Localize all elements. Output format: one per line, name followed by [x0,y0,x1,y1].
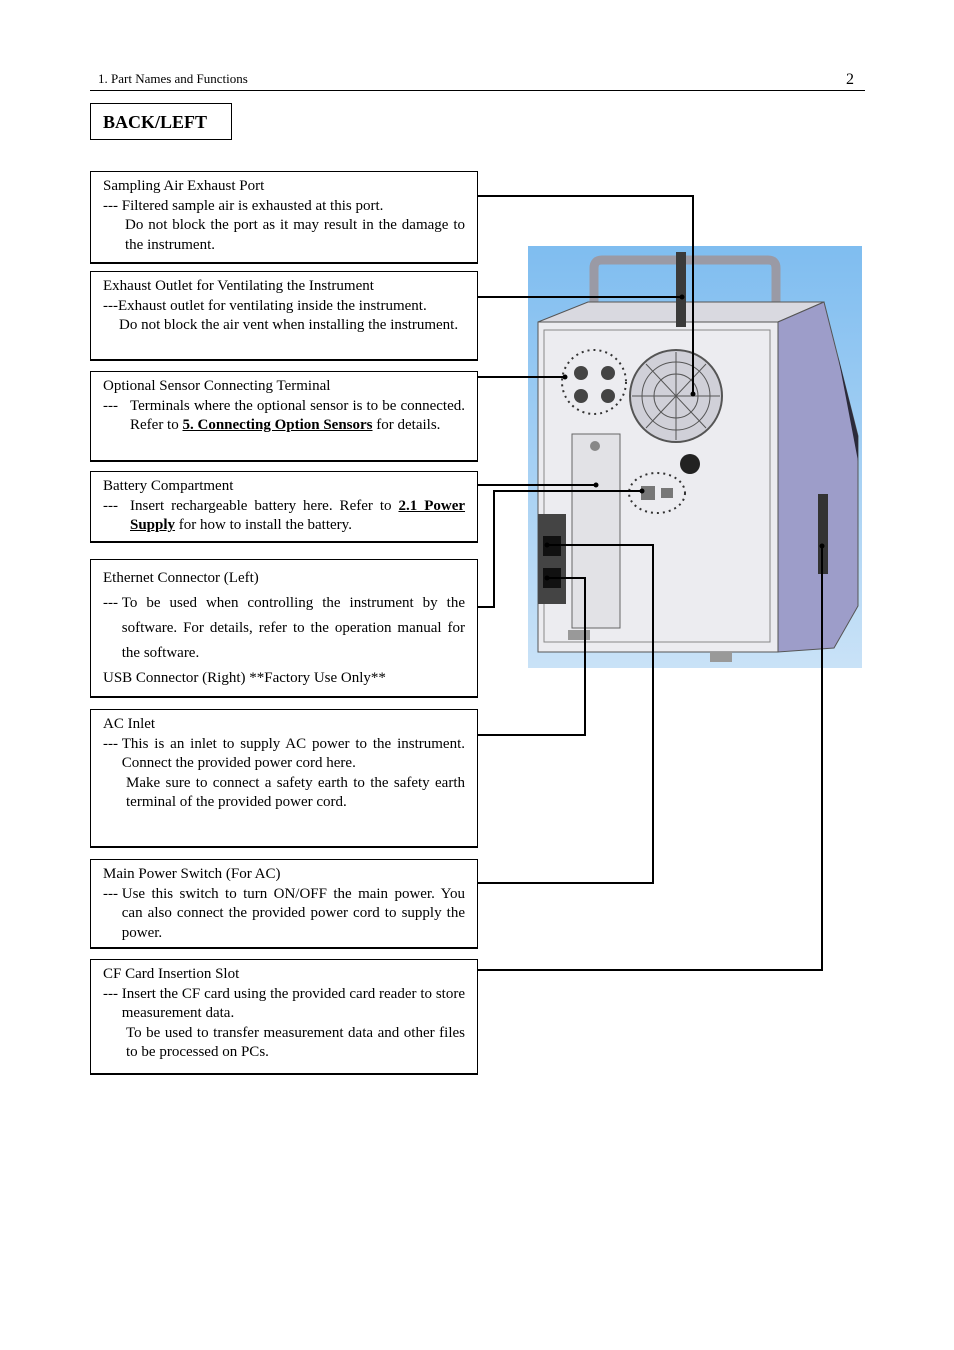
callout-cf-card: CF Card Insertion Slot --- Insert the CF… [90,959,478,1075]
callout-text-after: for how to install the battery. [175,517,352,533]
page-number: 2 [846,71,854,88]
usb-connector-note: USB Connector (Right) **Factory Use Only… [103,670,386,686]
callout-battery: Battery Compartment --- Insert rechargea… [90,471,478,543]
link-power-supply[interactable]: 2.1 Power Supply [130,497,466,534]
leader-cf-card [478,546,823,971]
header-rule [90,90,865,91]
header-chapter: 1. Part Names and Functions [98,71,248,86]
callout-text: Insert the CF card using the provided ca… [121,985,465,1022]
callout-title: Ethernet Connector (Left) [103,570,259,586]
link-connecting-option-sensors[interactable]: 5. Connecting Option Sensors [182,417,373,433]
leader-ac-inlet [478,577,586,736]
callout-ethernet: Ethernet Connector (Left) --- To be used… [90,559,478,698]
callout-text: This is an inlet to supply AC power to t… [121,735,465,772]
callout-note: Do not block the air vent when installin… [119,317,459,333]
callout-title: AC Inlet [103,716,156,732]
callout-note: Do not block the port as it may result i… [125,217,465,253]
callout-dash: --- [103,397,122,414]
callout-dash: --- [103,985,122,1002]
callout-dash: --- [103,197,122,214]
callout-power-switch: Main Power Switch (For AC) --- Use this … [90,859,478,949]
callout-sensor-terminal: Optional Sensor Connecting Terminal --- … [90,371,478,462]
callout-title: Exhaust Outlet for Ventilating the Instr… [103,278,374,294]
callout-title: Optional Sensor Connecting Terminal [103,378,331,394]
callout-text: Insert rechargeable battery here. Refer … [130,497,399,514]
callout-dash: --- [103,885,122,902]
leader-exhaust-port [478,195,694,394]
callout-title: Main Power Switch (For AC) [103,866,281,882]
callout-text: To be used when controlling the instrume… [121,595,465,661]
callout-title: Sampling Air Exhaust Port [103,178,265,194]
callout-text-after: for details. [372,417,441,433]
callout-text: Use this switch to turn ON/OFF the main … [121,885,465,941]
callout-title: Battery Compartment [103,478,234,494]
callout-note: Make sure to connect a safety earth to t… [126,774,465,811]
callout-dash: --- [103,595,122,611]
callout-ac-inlet: AC Inlet --- This is an inlet to supply … [90,709,478,848]
callout-text: Terminals where the optional sensor is t… [130,397,465,434]
callout-dash: --- [103,735,122,752]
leader-ethernet [478,490,642,608]
callout-text: Exhaust outlet for ventilating inside th… [118,297,427,314]
callout-text: Filtered sample air is exhausted at this… [121,197,384,214]
callout-dash: --- [103,297,118,314]
section-title: BACK/LEFT [90,103,232,140]
device-back-left-image [528,246,862,668]
callout-note: To be used to transfer measurement data … [126,1024,465,1061]
callout-ventilation: Exhaust Outlet for Ventilating the Instr… [90,271,478,361]
callout-exhaust-port: Sampling Air Exhaust Port --- Filtered s… [90,171,478,264]
callout-dash: --- [103,497,122,514]
leader-power-switch [478,544,654,884]
callout-title: CF Card Insertion Slot [103,966,240,982]
